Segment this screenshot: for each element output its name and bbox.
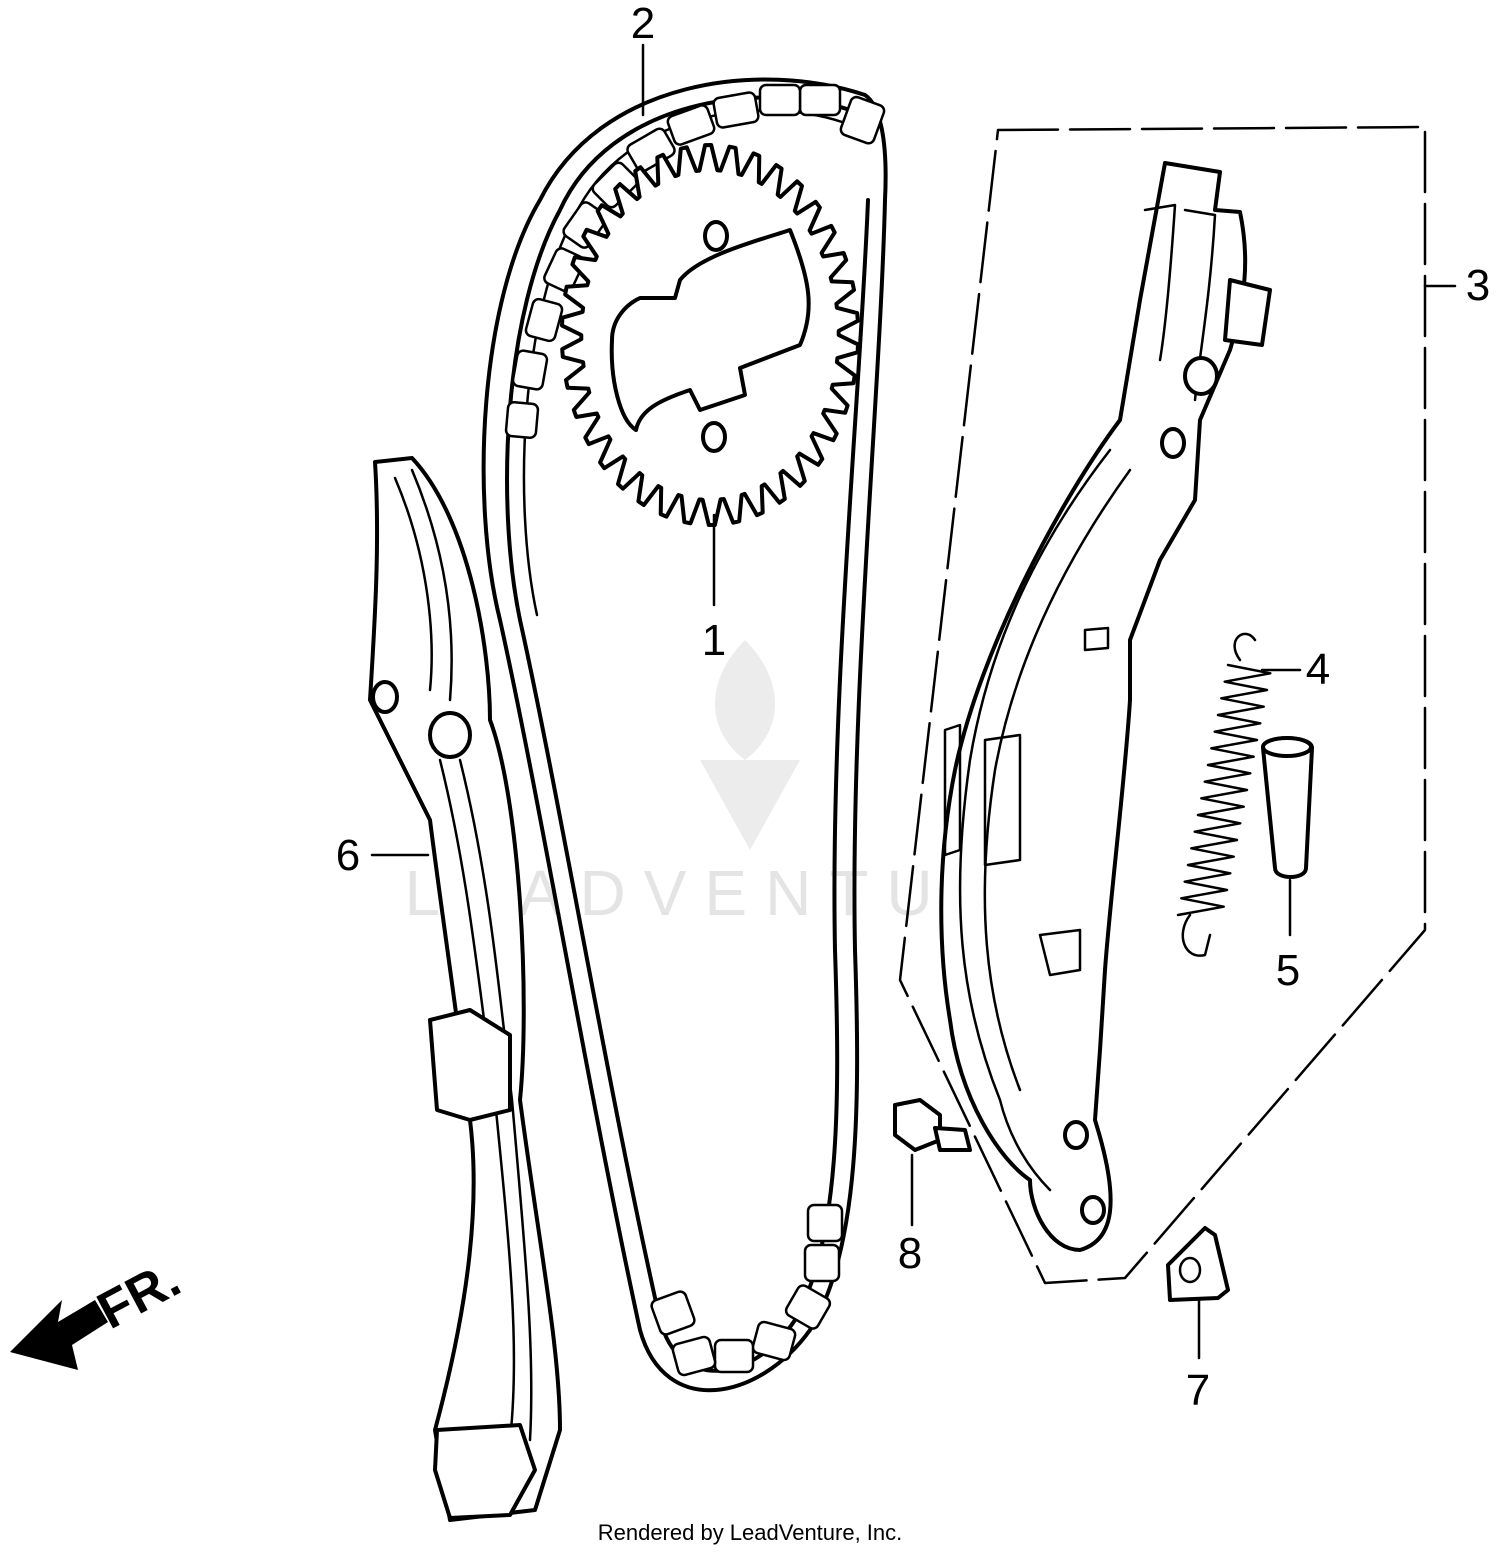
stopper-plate <box>1166 1226 1230 1302</box>
render-credit: Rendered by LeadVenture, Inc. <box>597 1520 903 1545</box>
callout-1: 1 <box>702 616 726 665</box>
tensioner-arm <box>939 161 1272 1252</box>
leader-lines <box>370 43 1302 1360</box>
cam-chain <box>481 77 888 1393</box>
tensioner-spring <box>1176 632 1272 957</box>
callout-6: 6 <box>336 831 360 880</box>
tensioner-pin <box>1261 736 1314 879</box>
callout-8: 8 <box>898 1229 922 1278</box>
callout-3: 3 <box>1466 261 1490 310</box>
flange-bolt <box>893 1098 972 1152</box>
front-direction-label: FR. <box>88 1250 189 1341</box>
callout-2: 2 <box>631 0 655 48</box>
front-direction-indicator: FR. <box>10 1250 190 1370</box>
callout-4: 4 <box>1306 645 1330 694</box>
cam-sprocket <box>560 143 860 527</box>
callout-labels: 1 2 3 4 5 6 7 8 <box>336 0 1490 1415</box>
front-arrow-icon <box>10 1300 108 1370</box>
callout-5: 5 <box>1276 946 1300 995</box>
tensioner-assembly-bracket <box>898 125 1457 1285</box>
cam-chain-guide <box>368 456 562 1522</box>
callout-7: 7 <box>1186 1366 1210 1415</box>
